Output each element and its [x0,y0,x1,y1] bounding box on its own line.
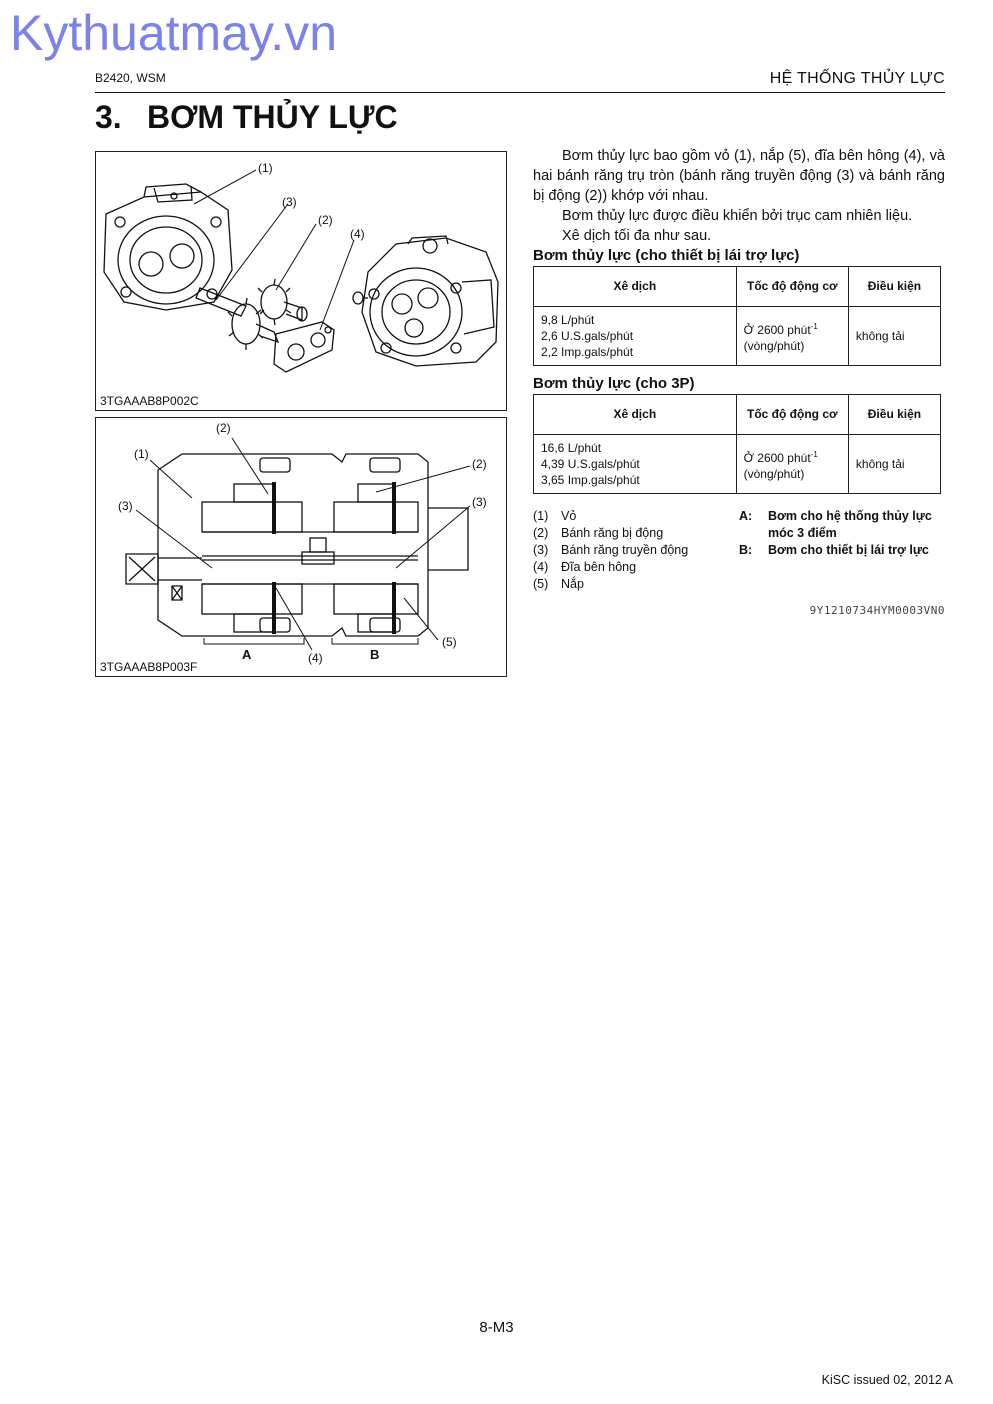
fig2-label-3-right: (3) [472,495,487,509]
legend: (1)Vỏ (2)Bánh răng bị động (3)Bánh răng … [533,508,945,593]
pump-section-drawing: (2) (1) (2) (3) (3) (5) (4) A B [118,421,487,665]
description-column: Bơm thủy lực bao gồm vỏ (1), nắp (5), đĩ… [533,146,945,621]
fig1-label-1: (1) [258,161,273,175]
table2-displacement-l: 16,6 L/phút [541,441,602,455]
title-number: 3. [95,99,122,135]
legend-item: (4)Đĩa bên hông [533,560,637,574]
fig1-label-2: (2) [318,213,333,227]
legend-item: (1)Vỏ [533,509,577,523]
legend-item: (2)Bánh răng bị động [533,526,664,540]
legend-parts: (1)Vỏ (2)Bánh răng bị động (3)Bánh răng … [533,508,739,593]
fig1-label-3: (3) [282,195,297,209]
table2-speed-unit: (vòng/phút) [743,466,805,481]
table1-title: Bơm thủy lực (cho thiết bị lái trợ lực) [533,247,800,264]
table1-header-speed: Tốc độ động cơ [735,266,849,307]
fig2-label-3-left: (3) [118,499,133,513]
table1-header-condition: Điều kiện [847,266,942,307]
table2-displacement-us: 4,39 U.S.gals/phút [541,457,640,471]
table2-speed-cell: Ở 2600 phút-1 (vòng/phút) [735,434,849,494]
page-number: 8-M3 [479,1319,514,1336]
table2-spec: Xê dịch Tốc độ động cơ Điều kiện 16,6 L/… [533,394,942,494]
issue-note: KiSC issued 02, 2012 A [821,1373,953,1387]
figure2-caption: 3TGAAAB8P003F [100,660,198,674]
description-paragraph-1: Bơm thủy lực bao gồm vỏ (1), nắp (5), đĩ… [533,148,945,204]
header-rule [95,92,945,93]
fig2-label-b: B [370,647,379,662]
table2-condition-cell: không tải [847,434,942,494]
table1-speed-exponent: -1 [810,321,818,331]
table2-speed-exponent: -1 [810,449,818,459]
figure-pump-section: (2) (1) (2) (3) (3) (5) (4) A B 3TGAAAB8… [95,417,507,677]
table1-speed-unit: (vòng/phút) [743,338,805,353]
legend-item: (3)Bánh răng truyền động [533,543,689,557]
title-text: BƠM THỦY LỰC [147,99,398,135]
figure1-caption: 3TGAAAB8P002C [100,394,199,408]
fig2-label-5: (5) [442,635,457,649]
fig2-label-4: (4) [308,651,323,665]
page-title: 3. BƠM THỦY LỰC [95,99,398,136]
table1-speed-cell: Ở 2600 phút-1 (vòng/phút) [735,306,849,366]
table2-displacement-imp: 3,65 Imp.gals/phút [541,473,640,487]
description-paragraph-2: Bơm thủy lực được điều khiển bởi trục ca… [562,208,913,224]
table1-displacement-l: 9,8 L/phút [541,313,595,327]
table1-spec: Xê dịch Tốc độ động cơ Điều kiện 9,8 L/p… [533,266,942,366]
figure-exploded-pump: (1) (3) (2) (4) 3TGAAAB8P002C [95,151,507,411]
legend-key-b: B: Bơm cho thiết bị lái trợ lực [739,543,929,557]
table1-displacement-cell: 9,8 L/phút 2,6 U.S.gals/phút 2,2 Imp.gal… [533,306,737,366]
table2-displacement-cell: 16,6 L/phút 4,39 U.S.gals/phút 3,65 Imp.… [533,434,737,494]
exploded-pump-drawing: (1) (3) (2) (4) [103,161,499,373]
table1-condition-cell: không tải [847,306,942,366]
table2-title: Bơm thủy lực (cho 3P) [533,375,695,392]
table2-header-condition: Điều kiện [847,394,942,435]
table2-header-speed: Tốc độ động cơ [735,394,849,435]
fig2-label-1: (1) [134,447,149,461]
table1-displacement-imp: 2,2 Imp.gals/phút [541,345,634,359]
fig2-label-2-right: (2) [472,457,487,471]
table1-header-displacement: Xê dịch [533,266,737,307]
table1-speed-value: Ở 2600 phút [743,322,811,337]
legend-item: (5)Nắp [533,577,584,591]
table1-displacement-us: 2,6 U.S.gals/phút [541,329,634,343]
description-paragraph-3: Xê dịch tối đa như sau. [562,228,712,244]
table2-speed-value: Ở 2600 phút [743,450,811,465]
fig2-label-2-top: (2) [216,421,231,435]
watermark: Kythuatmay.vn [10,5,338,61]
table2-header-displacement: Xê dịch [533,394,737,435]
header-section: HỆ THỐNG THỦY LỰC [769,70,945,87]
fig1-label-4: (4) [350,227,365,241]
document-code: 9Y1210734HYM0003VN0 [809,604,945,617]
header-model: B2420, WSM [95,71,166,85]
fig2-label-a: A [242,647,252,662]
